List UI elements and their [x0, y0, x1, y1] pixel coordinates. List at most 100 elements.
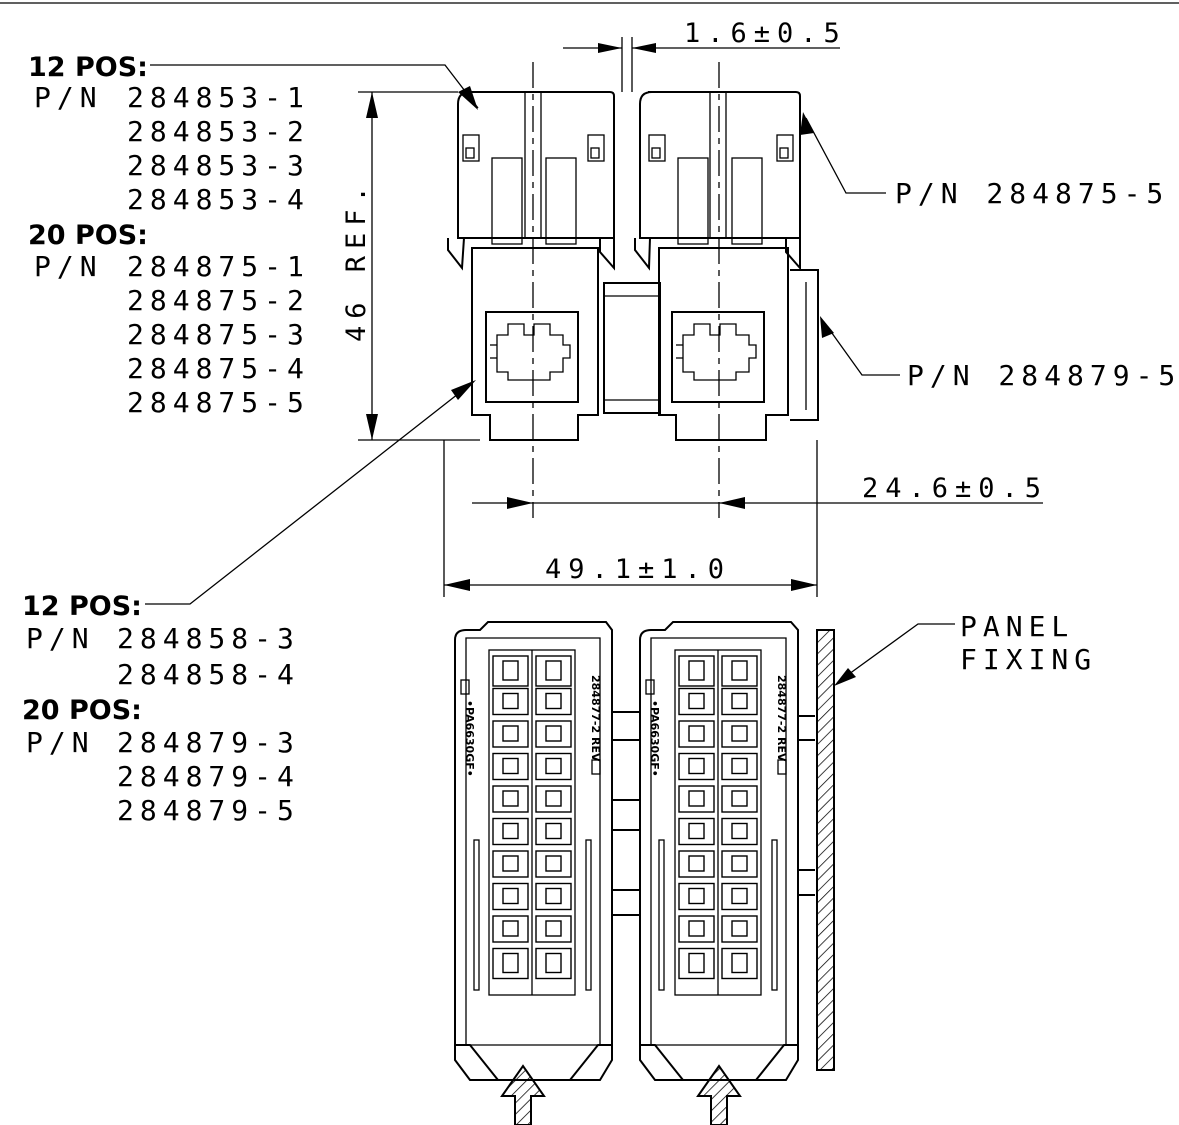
contact-cavity: [721, 687, 758, 716]
leader-lines: [145, 64, 955, 686]
marking-part-rev-left: 284877-2 REV: [589, 675, 602, 762]
contact-slot: [502, 855, 519, 872]
contact-slot: [545, 920, 562, 937]
callout-top-12pos-part: 284853-3: [127, 149, 310, 182]
middle-bracket-top: [603, 282, 661, 414]
callout-bottom-12pos-part: 284858-3: [117, 622, 300, 655]
contact-cavity: [535, 752, 572, 781]
contact-slot: [688, 952, 705, 974]
contact-cavity: [492, 947, 529, 980]
contact-cavity: [721, 720, 758, 748]
middle-bracket-front: [612, 711, 815, 916]
contact-slot: [731, 725, 748, 742]
contact-slot: [731, 887, 748, 905]
dimension-overall: [443, 440, 818, 597]
insertion-arrow-right: [696, 1064, 742, 1125]
connector-top-view-left: [447, 91, 615, 441]
contact-cavity: [492, 687, 529, 716]
contact-slot: [502, 887, 519, 905]
contact-slot: [545, 952, 562, 974]
dimension-gap: [563, 37, 840, 92]
contact-slot: [545, 790, 562, 807]
contact-cavity: [721, 915, 758, 943]
callout-top-20pos-part: 284875-4: [127, 352, 310, 385]
contact-cavity: [721, 785, 758, 813]
contact-slot: [731, 757, 748, 775]
callout-bottom-20pos-part: 284879-3: [117, 726, 300, 759]
contact-cavity: [535, 655, 572, 687]
contact-cavity: [678, 687, 715, 716]
callout-top-20pos-part: 284875-1: [127, 250, 310, 283]
contact-slot: [502, 725, 519, 742]
callout-bottom-20pos-prefix: P/N: [26, 726, 95, 759]
callout-top-20pos-prefix: P/N: [34, 250, 103, 283]
contact-slot: [502, 920, 519, 937]
panel-fixing-plate: [816, 629, 835, 1071]
contact-slot: [545, 660, 562, 681]
callout-top-12pos-part: 284853-1: [127, 81, 310, 114]
contact-slot: [688, 887, 705, 905]
contact-slot: [502, 660, 519, 681]
contact-slot: [688, 660, 705, 681]
callout-top-20pos-heading: 20 POS:: [28, 220, 148, 251]
contact-slot: [545, 855, 562, 872]
contact-cavity: [721, 882, 758, 911]
callout-top-12pos-prefix: P/N: [34, 81, 103, 114]
dimension-gap-label: 1.6±0.5: [684, 18, 847, 49]
contact-slot: [731, 660, 748, 681]
contact-cavity: [492, 915, 529, 943]
contact-cavity: [492, 720, 529, 748]
marking-part-rev-right: 284877-2 REV: [775, 675, 788, 762]
contact-cavity: [492, 752, 529, 781]
contact-slot: [502, 952, 519, 974]
contact-slot: [545, 725, 562, 742]
contact-cavity: [535, 947, 572, 980]
callout-top-12pos-part: 284853-4: [127, 183, 310, 216]
marking-material-left: •PA6630GF•: [463, 700, 476, 777]
callout-bottom-12pos-heading: 12 POS:: [22, 591, 142, 622]
contact-cavity: [535, 785, 572, 813]
callout-bottom-20pos-part: 284879-5: [117, 794, 300, 827]
contact-cavity: [678, 882, 715, 911]
contact-cavity: [492, 817, 529, 846]
callout-top-12pos-heading: 12 POS:: [28, 52, 148, 83]
contact-slot: [545, 887, 562, 905]
callout-bottom-12pos-prefix: P/N: [26, 622, 95, 655]
callout-bottom-20pos-heading: 20 POS:: [22, 695, 142, 726]
connector-front-view-left: •PA6630GF• 284877-2 REV: [454, 621, 613, 1081]
contact-cavity: [678, 817, 715, 846]
contact-cavity: [492, 785, 529, 813]
contact-slot: [545, 822, 562, 840]
contact-slot: [502, 790, 519, 807]
callout-right-lower: P/N 284879-5: [907, 359, 1179, 392]
contact-cavity: [535, 687, 572, 716]
contact-slot: [688, 822, 705, 840]
callout-bottom-20pos-part: 284879-4: [117, 760, 300, 793]
contact-slot: [731, 952, 748, 974]
dimension-pitch-label: 24.6±0.5: [862, 473, 1048, 504]
callout-panel-fixing-line2: FIXING: [960, 643, 1097, 676]
callout-top-20pos-part: 284875-2: [127, 284, 310, 317]
contact-slot: [502, 692, 519, 710]
contact-cavity: [721, 655, 758, 687]
contact-cavity: [535, 915, 572, 943]
callout-bottom-12pos-part: 284858-4: [117, 658, 300, 691]
callout-top-20pos-part: 284875-5: [127, 386, 310, 419]
contact-slot: [688, 725, 705, 742]
contact-cavity: [721, 752, 758, 781]
contact-slot: [731, 790, 748, 807]
contact-cavity: [535, 850, 572, 878]
contact-cavity: [535, 817, 572, 846]
dimension-pitch: [472, 497, 1043, 509]
contact-slot: [731, 822, 748, 840]
callout-right-upper: P/N 284875-5: [895, 177, 1169, 210]
contact-cavity: [535, 882, 572, 911]
contact-slot: [688, 790, 705, 807]
insertion-arrow-left: [500, 1064, 546, 1125]
contact-cavity: [678, 785, 715, 813]
contact-slot: [545, 692, 562, 710]
contact-slot: [688, 757, 705, 775]
callout-top-12pos-part: 284853-2: [127, 115, 310, 148]
contact-cavity: [492, 655, 529, 687]
dimension-height-label: 46 REF.: [341, 179, 372, 342]
